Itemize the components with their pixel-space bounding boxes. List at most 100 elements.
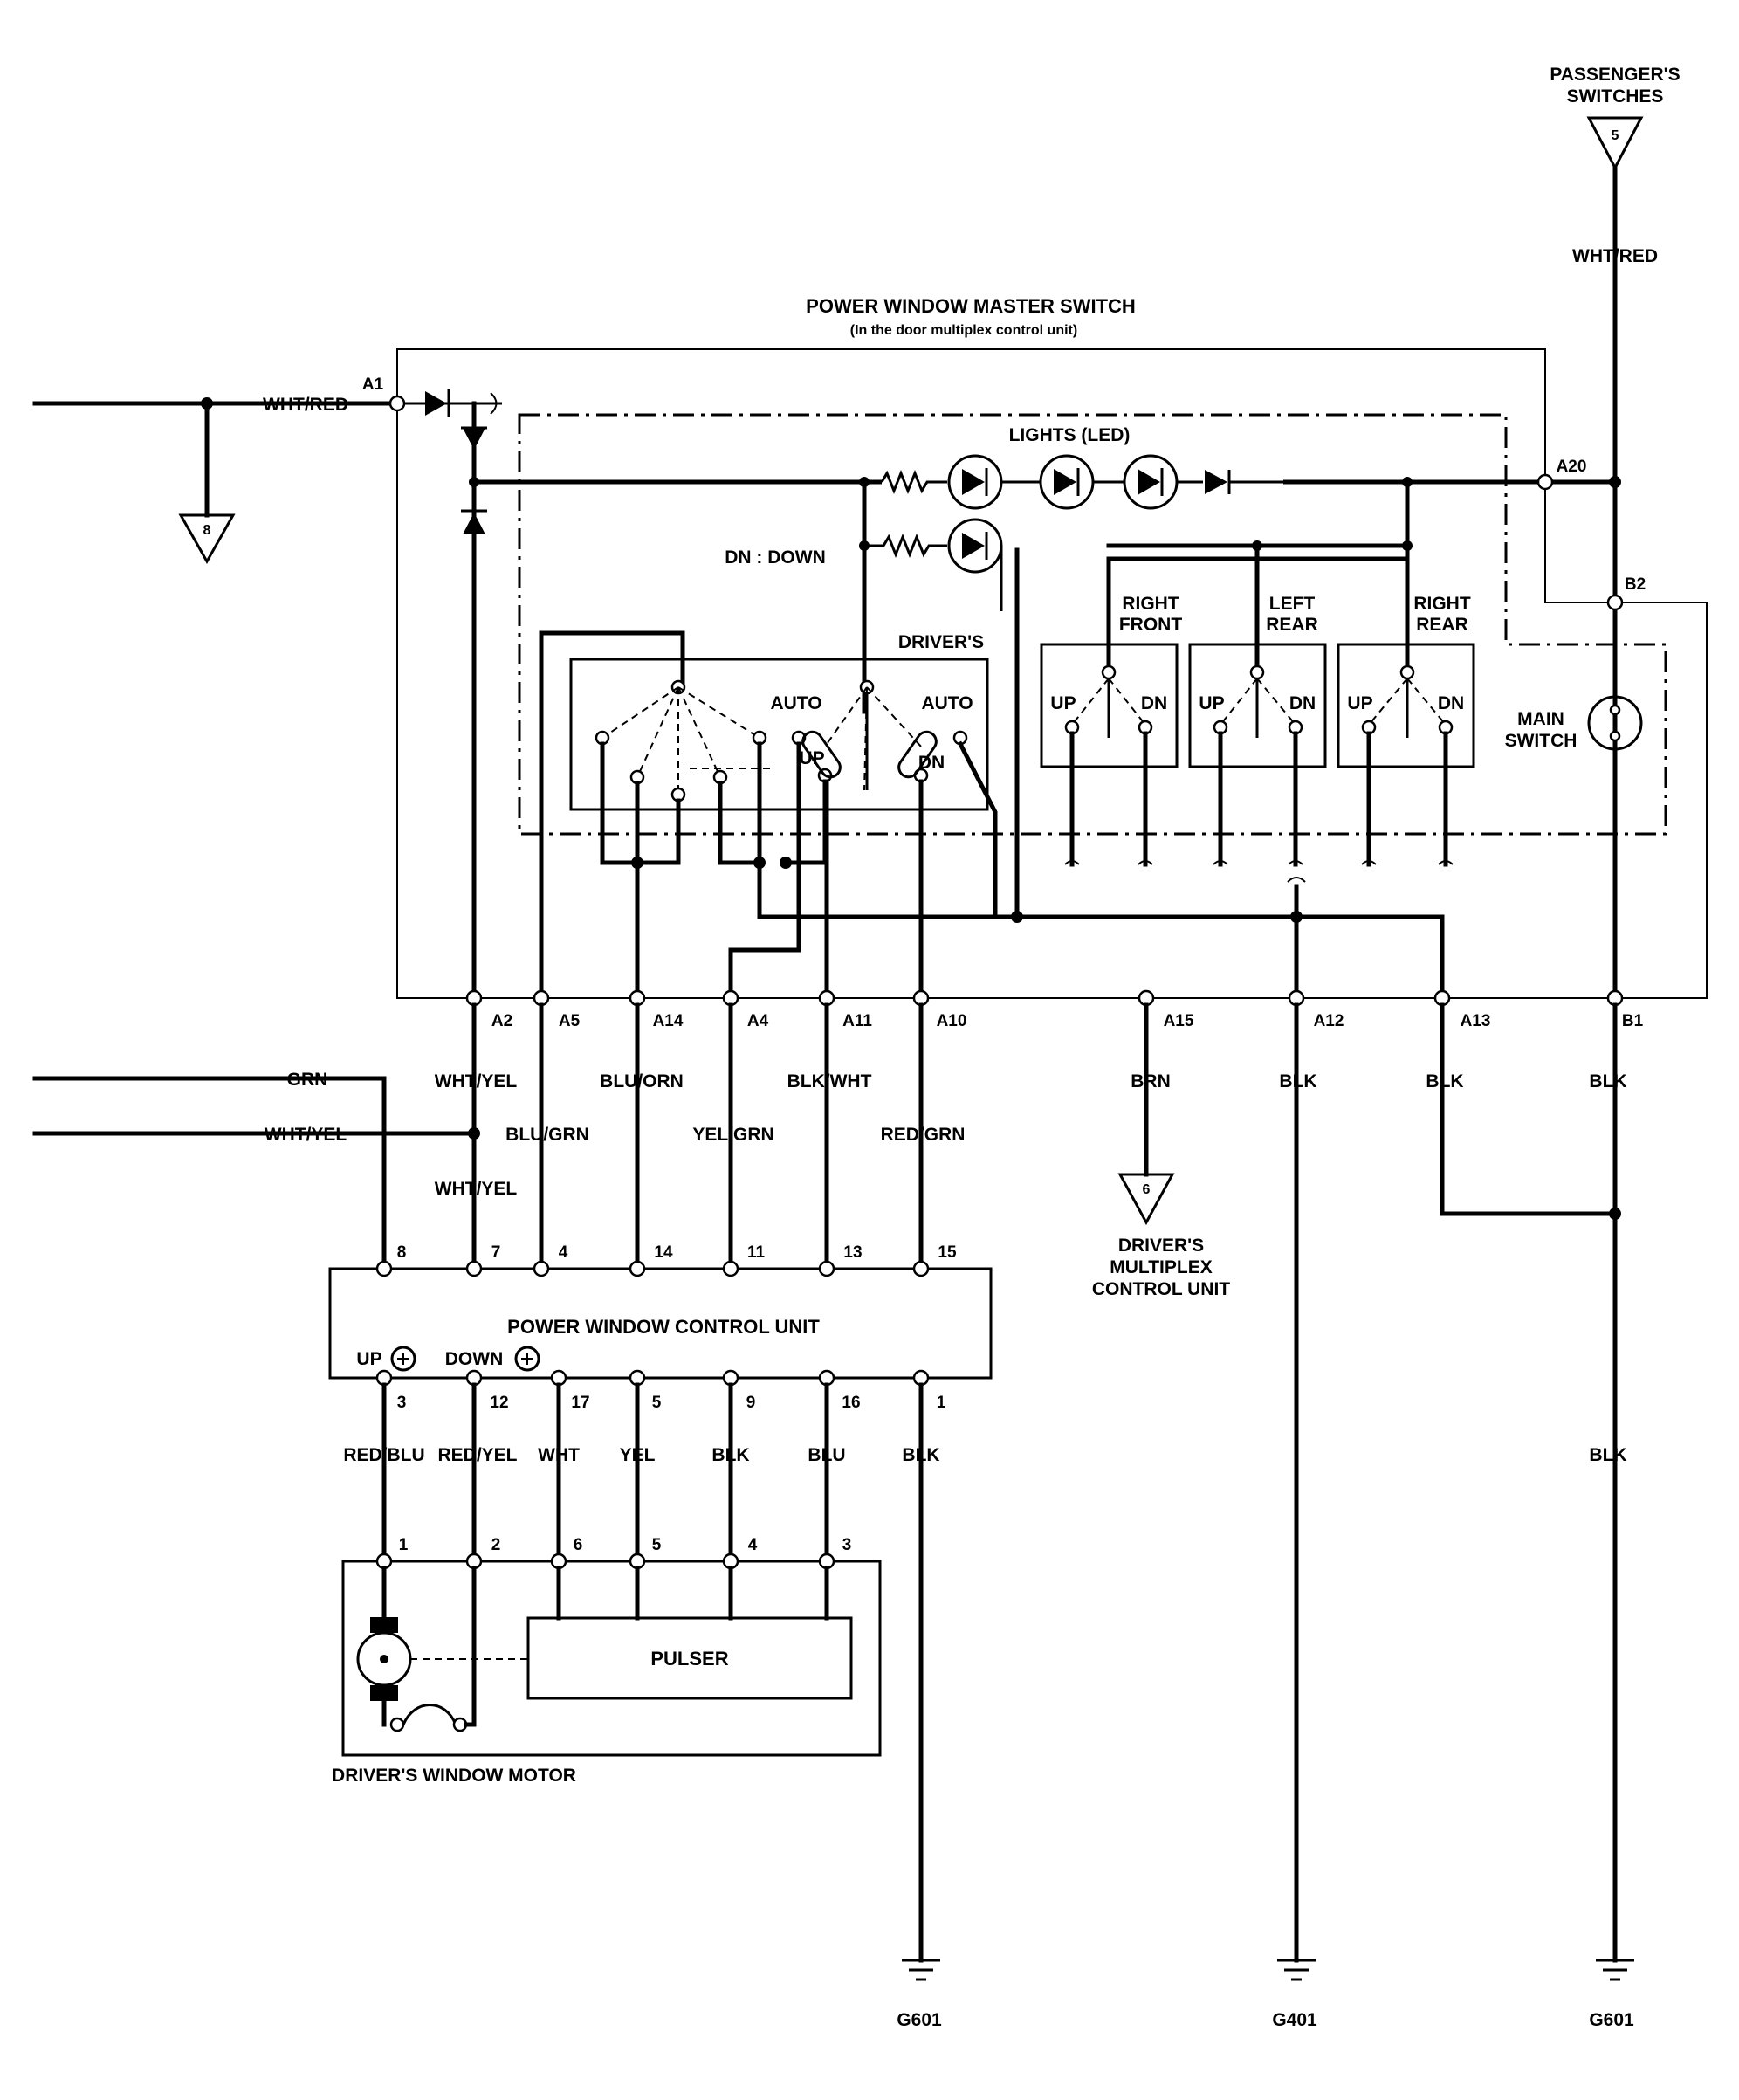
pulser-label: PULSER: [650, 1648, 728, 1670]
wire-label-cu9: BLK: [711, 1445, 749, 1465]
connector-a2: A2: [491, 1012, 512, 1030]
right-front-switch: RIGHT FRONT UP DN: [1040, 594, 1182, 867]
terminal-ref-6: 6: [1143, 1182, 1151, 1197]
motor-lead-3: [464, 1566, 477, 1727]
cu-bottom-pin-3: 3: [397, 1394, 407, 1412]
wire-label-a14: BLU/ORN: [600, 1071, 684, 1091]
pulser-box: [526, 1616, 853, 1700]
wire-break-a1: [490, 392, 498, 415]
wire-label-wht-yel-left: WHT/YEL: [265, 1125, 347, 1145]
wire-label-wht-red-left: WHT/RED: [263, 395, 348, 415]
master-ground-bus: [993, 914, 1445, 1001]
cu-bottom-pin-12: 12: [490, 1394, 508, 1412]
drivers-multiplex-label-1: DRIVER'S: [1118, 1236, 1204, 1256]
cu-top-pin-7: 7: [491, 1243, 501, 1262]
terminal-ref-8: 8: [203, 523, 211, 538]
ground-g401: G401: [1272, 2010, 1317, 2030]
pin-b2: [1606, 594, 1624, 611]
drivers-label: DRIVER'S: [898, 632, 984, 652]
wire-label-a15: BRN: [1131, 1071, 1171, 1091]
cu-bottom-pin-1: 1: [937, 1394, 946, 1412]
wire-label-cu1: BLK: [902, 1445, 939, 1465]
drv-wire-1: [600, 741, 681, 865]
dn-label-drivers: DN: [918, 753, 945, 773]
drivers-switch-box: [569, 658, 989, 811]
cu-down-label: DOWN: [445, 1349, 504, 1369]
ground-g601-right-icon: [1596, 1959, 1634, 1981]
ground-g601-right: G601: [1589, 2010, 1634, 2030]
rf-dn-label: DN: [1141, 693, 1167, 713]
right-rear-switch: RIGHT REAR UP DN: [1337, 594, 1475, 867]
motor-label: DRIVER'S WINDOW MOTOR: [332, 1766, 576, 1786]
wire-label-cu5: YEL: [620, 1445, 656, 1465]
main-switch-label-2: SWITCH: [1505, 731, 1577, 751]
motor-center: [380, 1655, 388, 1663]
rf-up-label: UP: [1050, 693, 1076, 713]
connector-a1: A1: [362, 375, 384, 394]
master-switch-outline: [396, 348, 1708, 999]
wire-label-a10: RED/GRN: [881, 1125, 966, 1145]
passenger-switch-feed: [1106, 479, 1410, 671]
auto-up-toggle: [801, 730, 842, 779]
drivers-dashes-left: [601, 686, 775, 793]
drv-wire-up: [783, 779, 828, 865]
motor-brush-top: [370, 1617, 398, 1633]
cu-down-plus-mark: [521, 1353, 533, 1365]
drivers-multiplex-label-3: CONTROL UNIT: [1092, 1279, 1230, 1299]
cu-top-pin-11: 11: [747, 1243, 766, 1262]
master-switch-subtitle: (In the door multiplex control unit): [850, 323, 1077, 338]
terminal-ref-6-triangle: [1117, 1173, 1175, 1226]
control-unit-label: POWER WINDOW CONTROL UNIT: [507, 1316, 820, 1338]
wire-label-a2-1: WHT/YEL: [435, 1071, 518, 1091]
main-switch-symbol: [1587, 695, 1643, 751]
drivers-dashes-right: [824, 686, 922, 791]
wire-label-cu17: WHT: [538, 1445, 580, 1465]
main-switch-contact-1: [1609, 704, 1621, 716]
drv-wire-up-2: [783, 779, 828, 865]
cu-up-plus-icon: [390, 1346, 416, 1372]
wire-label-wht-red-top: WHT/RED: [1572, 246, 1658, 266]
passenger-switch-breaks: [1064, 860, 1454, 865]
main-switch-label-1: MAIN: [1517, 709, 1564, 729]
ground-g401-icon: [1277, 1959, 1316, 1981]
wire-label-a11: BLK/WHT: [787, 1071, 872, 1091]
cu-bottom-pin-17: 17: [571, 1394, 589, 1412]
motor-brush-bottom: [370, 1685, 398, 1701]
diode-led-bus: [1205, 470, 1227, 494]
lr-dn-label: DN: [1289, 693, 1316, 713]
cu-bottom-pin-5: 5: [652, 1394, 662, 1412]
wire-label-grn: GRN: [287, 1070, 328, 1090]
cu-bottom-pin-9: 9: [746, 1394, 756, 1412]
circuit-breaker-icon: [402, 1704, 457, 1725]
connector-a13: A13: [1461, 1012, 1491, 1030]
connector-a20: A20: [1557, 458, 1587, 476]
breaker-contact-1: [389, 1717, 405, 1732]
cu-up-plus-mark: [397, 1353, 409, 1365]
lights-led-label: LIGHTS (LED): [1009, 425, 1131, 445]
splice-a20: [1609, 476, 1621, 488]
right-front-label-1: RIGHT: [1122, 594, 1179, 614]
terminal-ref-8-triangle: [178, 513, 236, 565]
passengers-switches-label-2: SWITCHES: [1567, 86, 1664, 107]
motor-pin-3: 3: [842, 1536, 852, 1554]
drv-wire-3: [718, 741, 762, 865]
right-rear-label-1: RIGHT: [1413, 594, 1471, 614]
left-rear-label-2: REAR: [1266, 615, 1318, 635]
dn-down-label: DN : DOWN: [725, 547, 825, 568]
diode-lower: [463, 513, 485, 534]
connector-a11: A11: [842, 1012, 872, 1030]
up-label-drivers: UP: [799, 748, 824, 768]
connector-a15: A15: [1164, 1012, 1194, 1030]
wire-label-a2-2: WHT/YEL: [435, 1179, 518, 1199]
cu-top-pins: [375, 1260, 930, 1277]
wire-label-a12: BLK: [1279, 1071, 1316, 1091]
auto-label-left: AUTO: [770, 693, 821, 713]
right-rear-label-2: REAR: [1416, 615, 1468, 635]
connector-a12: A12: [1314, 1012, 1344, 1030]
diode-upper: [463, 428, 485, 450]
pulser-leads: [556, 1566, 829, 1621]
motor-pin-5: 5: [652, 1536, 662, 1554]
drv-wire-dn: [957, 740, 998, 919]
motor-pin-4: 4: [748, 1536, 758, 1554]
pin-a20: [1536, 473, 1554, 491]
